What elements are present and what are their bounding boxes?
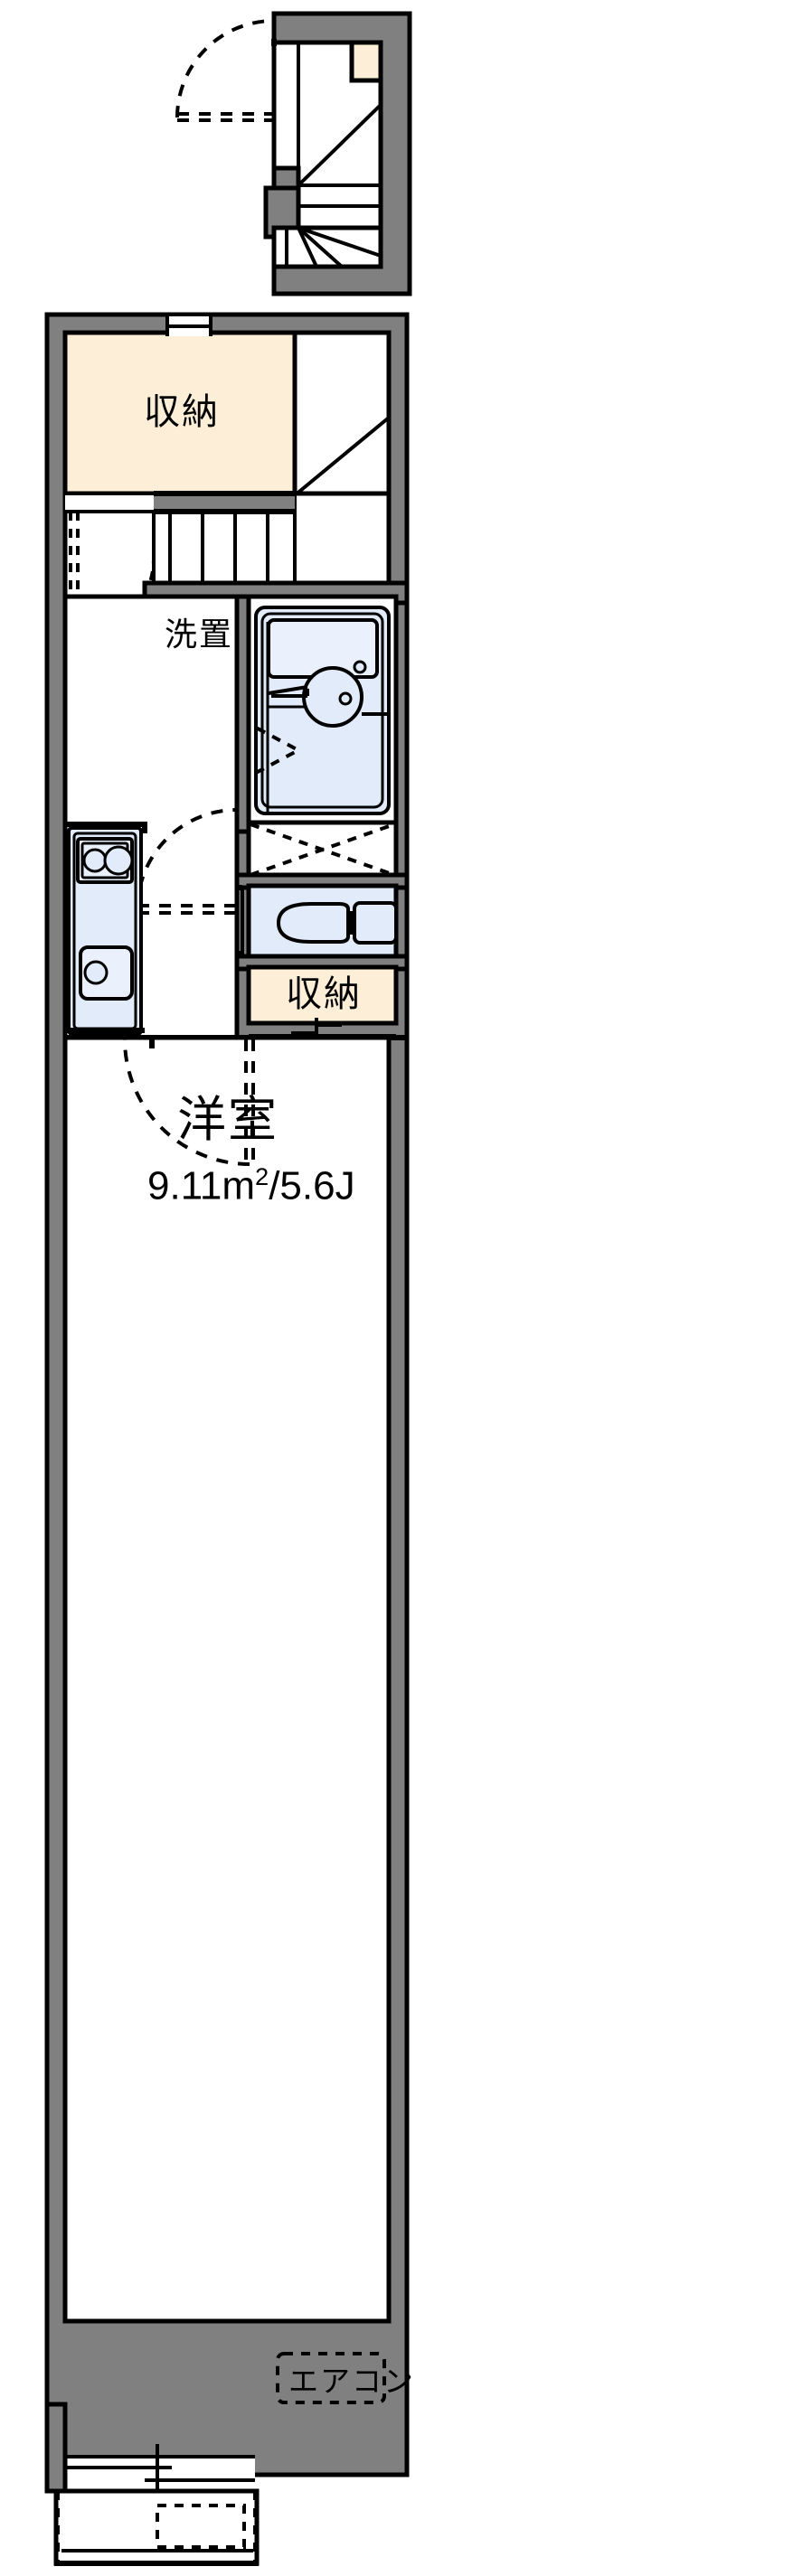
kitchen-counter-backsplash bbox=[67, 822, 147, 833]
upper-stair-landing-plan bbox=[175, 11, 412, 296]
washbasin-counter-line-2 bbox=[268, 685, 389, 716]
western-room-area-label: 9.11m2/5.6J bbox=[147, 1164, 355, 1207]
bath-unit-tray-inner bbox=[260, 612, 384, 809]
toilet-tank bbox=[353, 901, 398, 945]
window-left-wall-nib bbox=[44, 2402, 68, 2494]
western-room-area-number: 9.11m bbox=[147, 1163, 256, 1208]
stove-burner-right-icon bbox=[103, 845, 134, 876]
bathtub-drain-icon bbox=[353, 660, 367, 674]
wall-band-under-storage-outline bbox=[154, 491, 295, 514]
upper-winder-ray-1 bbox=[297, 227, 318, 268]
stair-diagonal-upper bbox=[293, 416, 391, 497]
storage-upper-window-frame bbox=[165, 316, 212, 336]
storage-upper-door-swing-arc bbox=[73, 558, 156, 640]
upper-entrance-door-swing-arc bbox=[175, 19, 275, 118]
upper-winder-ray-3 bbox=[297, 226, 382, 258]
washbasin-counter-edge bbox=[266, 622, 305, 813]
air-conditioner-label: エアコン bbox=[288, 2364, 415, 2398]
western-room-area-exponent: 2 bbox=[255, 1162, 269, 1190]
toilet-bowl bbox=[276, 902, 350, 944]
upper-stair-diagonal bbox=[297, 103, 382, 187]
western-room-floor bbox=[62, 1035, 392, 2324]
washbasin-counter-line bbox=[271, 689, 309, 698]
room-door-swing-arc bbox=[123, 1039, 250, 1166]
washbasin-drain-icon bbox=[338, 691, 353, 706]
hall-door-swing-arc bbox=[136, 808, 238, 910]
western-room-area-tatami: /5.6J bbox=[269, 1163, 355, 1208]
western-room-label: 洋室 bbox=[177, 1093, 279, 1147]
stove-burner-left-icon bbox=[82, 848, 108, 873]
washbasin-bowl bbox=[302, 666, 364, 728]
upper-winder-ray-2 bbox=[297, 226, 344, 268]
storage-upper-door-rail bbox=[65, 492, 154, 513]
storage-lower-label: 収納 bbox=[286, 974, 362, 1014]
toilet-connector bbox=[349, 911, 354, 935]
storage-upper-door-gap bbox=[65, 494, 154, 512]
upper-winder-floor bbox=[271, 225, 383, 269]
storage-lower-room bbox=[246, 964, 399, 1026]
main-unit-plan bbox=[44, 312, 410, 2566]
air-conditioner-box bbox=[276, 2352, 386, 2404]
storage-upper-label: 収納 bbox=[144, 392, 220, 432]
wet-corridor-dash-x-2 bbox=[250, 823, 395, 877]
sink-drain-icon bbox=[83, 960, 109, 985]
balcony-drain-pan bbox=[156, 2504, 246, 2549]
wall-band-under-storage bbox=[154, 494, 295, 512]
washer-space-label: 洗置 bbox=[165, 616, 234, 653]
upper-storage-patch bbox=[349, 40, 383, 83]
